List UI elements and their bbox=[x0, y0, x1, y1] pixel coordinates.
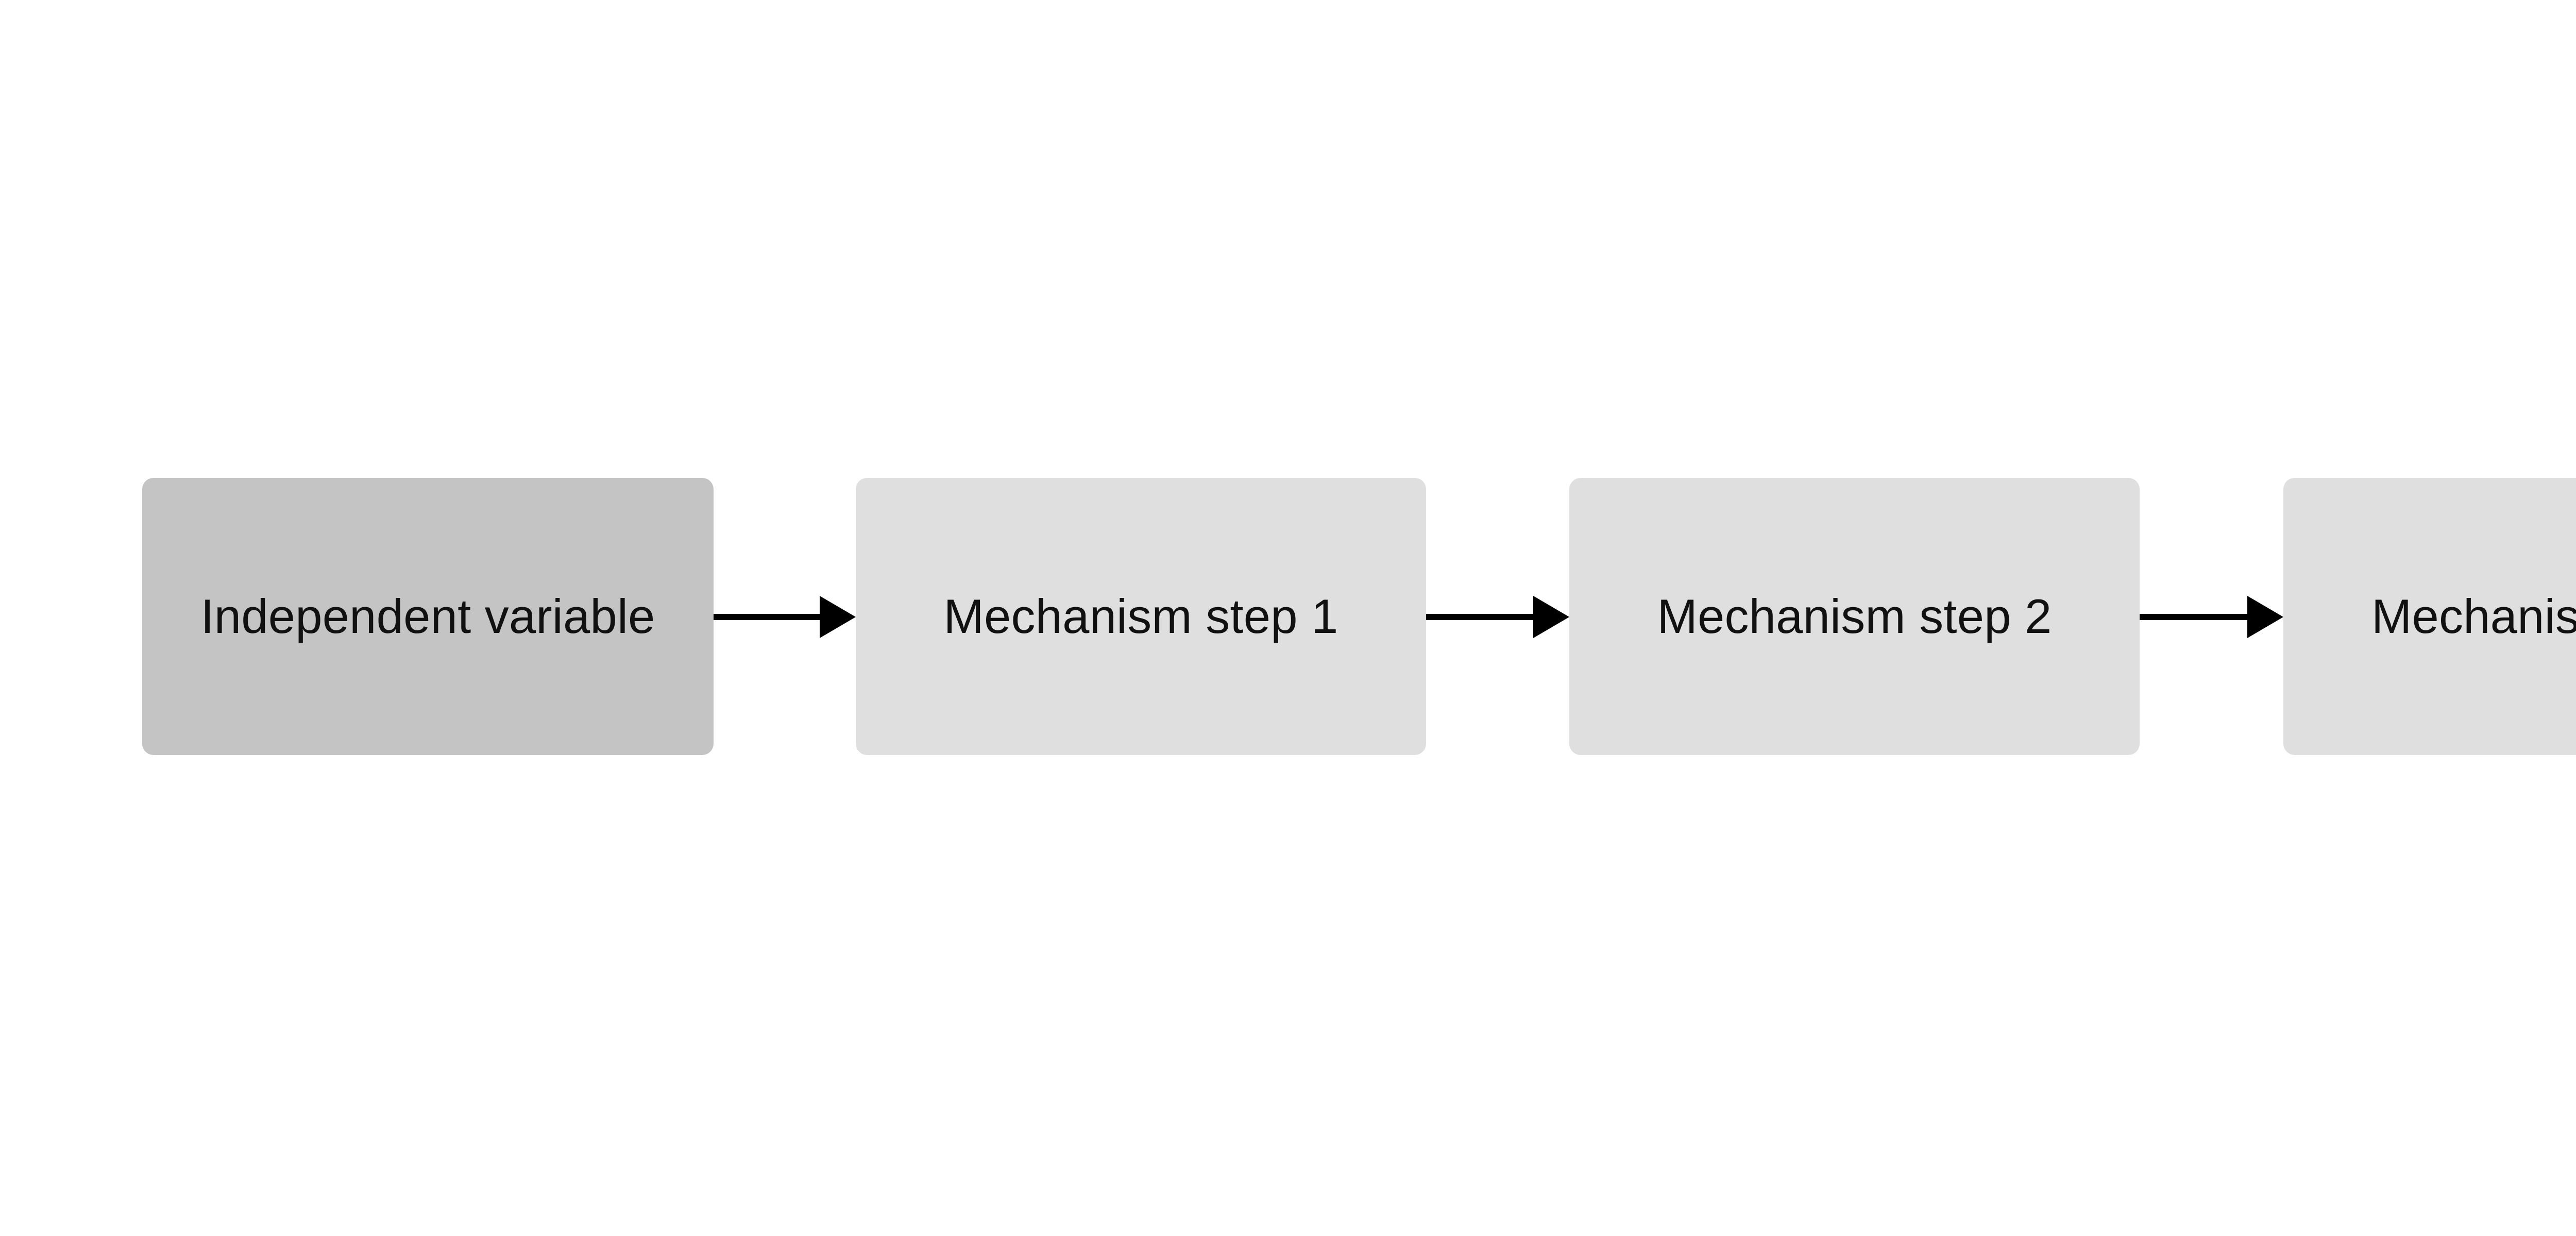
node-label-mechanism-step-1: Mechanism step 1 bbox=[943, 589, 1338, 643]
node-mechanism-step-2[interactable]: Mechanism step 2 bbox=[1569, 478, 2140, 755]
arrow-icon bbox=[2137, 596, 2283, 638]
edge-mechanism-step-2-to-mechanism-step-3 bbox=[2137, 595, 2283, 639]
edge-independent-variable-to-mechanism-step-1 bbox=[710, 595, 856, 639]
node-label-independent-variable: Independent variable bbox=[200, 589, 655, 643]
arrow-icon bbox=[710, 596, 856, 638]
node-label-mechanism-step-3: Mechanism step 3 bbox=[2371, 589, 2576, 643]
node-independent-variable[interactable]: Independent variable bbox=[142, 478, 714, 755]
arrow-icon bbox=[1423, 596, 1569, 638]
node-mechanism-step-1[interactable]: Mechanism step 1 bbox=[856, 478, 1426, 755]
flowchart: Independent variable Mechanism step 1 Me… bbox=[142, 478, 2576, 756]
node-mechanism-step-3[interactable]: Mechanism step 3 bbox=[2283, 478, 2576, 755]
node-label-mechanism-step-2: Mechanism step 2 bbox=[1657, 589, 2052, 643]
edge-mechanism-step-1-to-mechanism-step-2 bbox=[1423, 595, 1569, 639]
